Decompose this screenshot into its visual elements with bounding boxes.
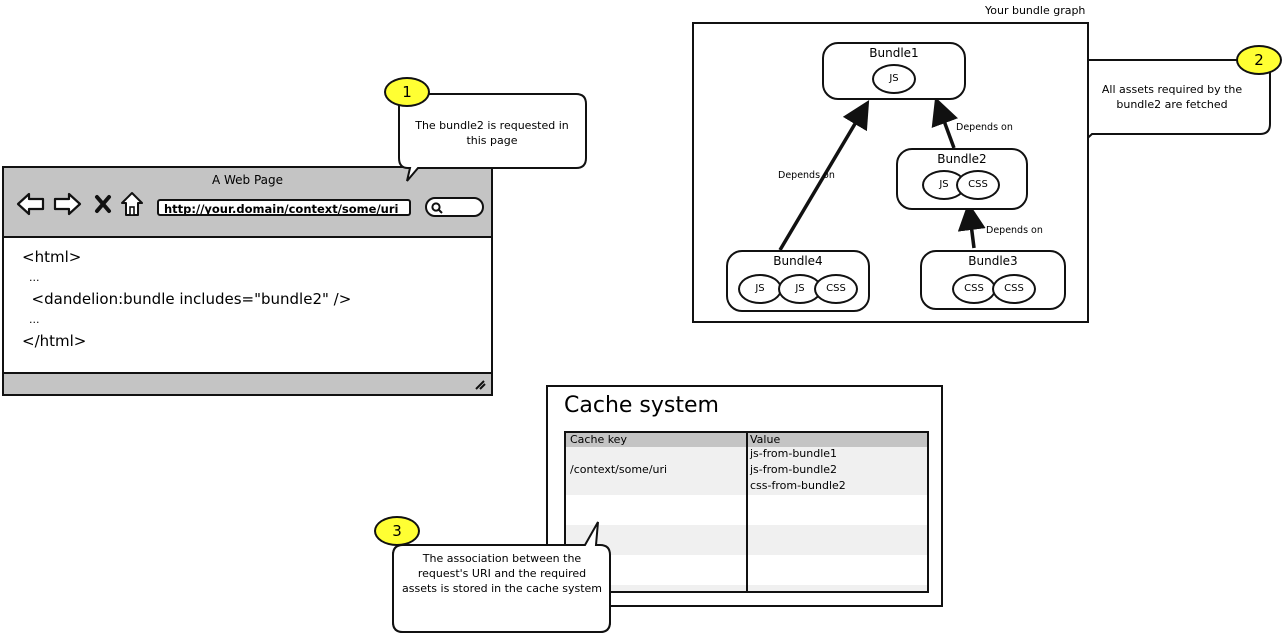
arrow-bundle4-to-bundle1 xyxy=(778,99,870,251)
code-line: <dandelion:bundle includes="bundle2" /> xyxy=(22,290,352,308)
search-icon xyxy=(431,202,443,214)
cache-key-cell: /context/some/uri xyxy=(570,463,668,476)
bundle4-label: Bundle4 xyxy=(773,254,823,268)
stop-icon[interactable] xyxy=(94,194,112,214)
bundle2-label: Bundle2 xyxy=(937,152,987,166)
edge-label: Depends on xyxy=(778,170,835,181)
bundle-graph: Bundle1 JS Bundle2 JS CSS Bundle3 CSS CS… xyxy=(692,22,1089,323)
back-arrow-icon[interactable] xyxy=(16,192,46,216)
step-badge-3: 3 xyxy=(374,516,420,546)
code-line: ... xyxy=(22,313,40,326)
cache-system-panel: Cache system Cache key Value /context/so… xyxy=(546,385,943,607)
asset-js: JS xyxy=(872,64,916,94)
column-divider xyxy=(746,433,748,591)
column-header-value: Value xyxy=(750,433,781,446)
code-line: ... xyxy=(22,271,40,284)
asset-css: CSS xyxy=(956,170,1000,200)
bundle1-node: Bundle1 JS xyxy=(822,42,966,100)
step-badge-1: 1 xyxy=(384,77,430,107)
dependency-arrows xyxy=(778,96,986,251)
code-line: </html> xyxy=(22,332,87,350)
bundle4-node: Bundle4 JS JS CSS xyxy=(726,250,870,312)
step-badge-2: 2 xyxy=(1236,45,1282,75)
search-box[interactable] xyxy=(425,197,484,217)
column-header-key: Cache key xyxy=(570,433,627,446)
asset-css: CSS xyxy=(814,274,858,304)
address-bar[interactable]: http://your.domain/context/some/uri xyxy=(157,199,411,216)
callout-3-text: The association between the request's UR… xyxy=(402,552,603,595)
bundle1-label: Bundle1 xyxy=(869,46,919,60)
home-icon[interactable] xyxy=(120,190,144,218)
bundle3-label: Bundle3 xyxy=(968,254,1018,268)
asset-css: CSS xyxy=(952,274,996,304)
graph-title: Your bundle graph xyxy=(985,4,1086,17)
edge-label: Depends on xyxy=(956,122,1013,133)
cache-value-cell: js-from-bundle2 xyxy=(750,463,838,476)
asset-js: JS xyxy=(738,274,782,304)
cache-value-cell: css-from-bundle2 xyxy=(750,479,846,492)
browser-title: A Web Page xyxy=(211,173,284,187)
browser-toolbar: A Web Page http://your.domain/context/so… xyxy=(4,168,491,238)
arrow-bundle2-to-bundle1 xyxy=(931,96,958,149)
callout-2-text: All assets required by the bundle2 are f… xyxy=(1101,83,1243,111)
code-line: <html> xyxy=(22,248,82,266)
bundle3-node: Bundle3 CSS CSS xyxy=(920,250,1066,310)
edge-label: Depends on xyxy=(986,225,1043,236)
resize-grip-icon[interactable] xyxy=(473,377,487,391)
browser-mockup: A Web Page http://your.domain/context/so… xyxy=(2,166,493,396)
arrow-bundle3-to-bundle2 xyxy=(957,202,986,249)
cache-value-cell: js-from-bundle1 xyxy=(750,447,838,460)
callout-1-text: The bundle2 is requested in this page xyxy=(415,119,569,147)
page-source: <html> ... <dandelion:bundle includes="b… xyxy=(22,246,351,352)
bundle2-node: Bundle2 JS CSS xyxy=(896,148,1028,210)
browser-statusbar xyxy=(4,372,491,394)
cache-table: Cache key Value /context/some/uri js-fro… xyxy=(564,431,929,593)
cache-title: Cache system xyxy=(564,393,719,418)
asset-css: CSS xyxy=(992,274,1036,304)
forward-arrow-icon[interactable] xyxy=(52,192,82,216)
